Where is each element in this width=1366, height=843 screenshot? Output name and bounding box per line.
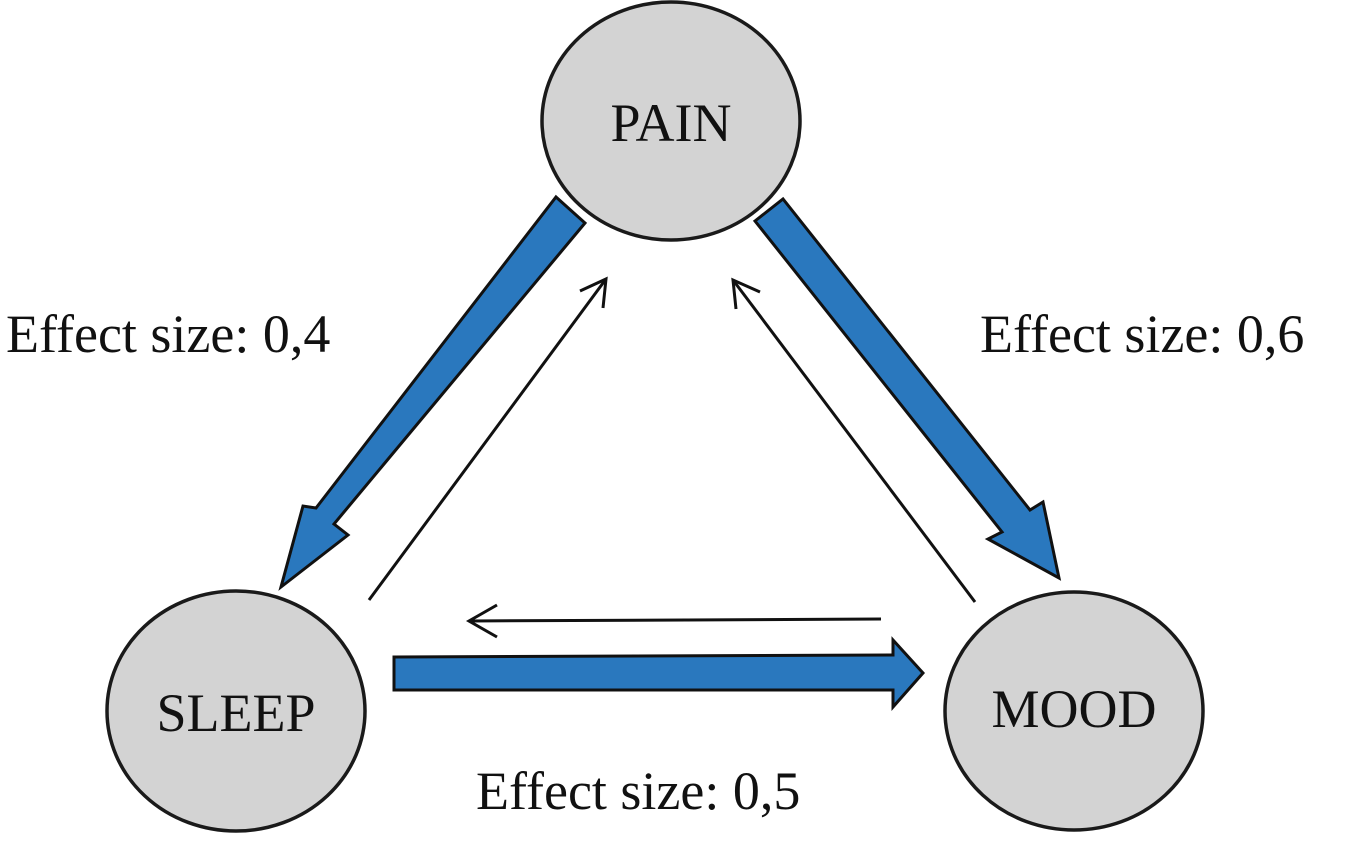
node-sleep: SLEEP bbox=[105, 589, 367, 833]
node-sleep-label: SLEEP bbox=[156, 683, 315, 743]
effect-label-pain-mood: Effect size: 0,6 bbox=[980, 304, 1304, 364]
node-pain: PAIN bbox=[540, 0, 802, 242]
arrow-sleep-to-pain bbox=[367, 276, 608, 601]
arrow-pain-to-mood bbox=[752, 196, 1062, 581]
effect-label-pain-sleep: Effect size: 0,4 bbox=[6, 304, 330, 364]
arrow-pain-to-sleep bbox=[278, 194, 588, 591]
arrow-mood-to-sleep bbox=[465, 603, 882, 639]
effect-label-sleep-mood: Effect size: 0,5 bbox=[476, 761, 800, 821]
node-pain-label: PAIN bbox=[610, 93, 731, 153]
node-mood: MOOD bbox=[943, 590, 1205, 832]
arrow-mood-to-pain bbox=[731, 277, 977, 603]
arrow-sleep-to-mood bbox=[392, 636, 926, 711]
node-mood-label: MOOD bbox=[991, 679, 1156, 739]
